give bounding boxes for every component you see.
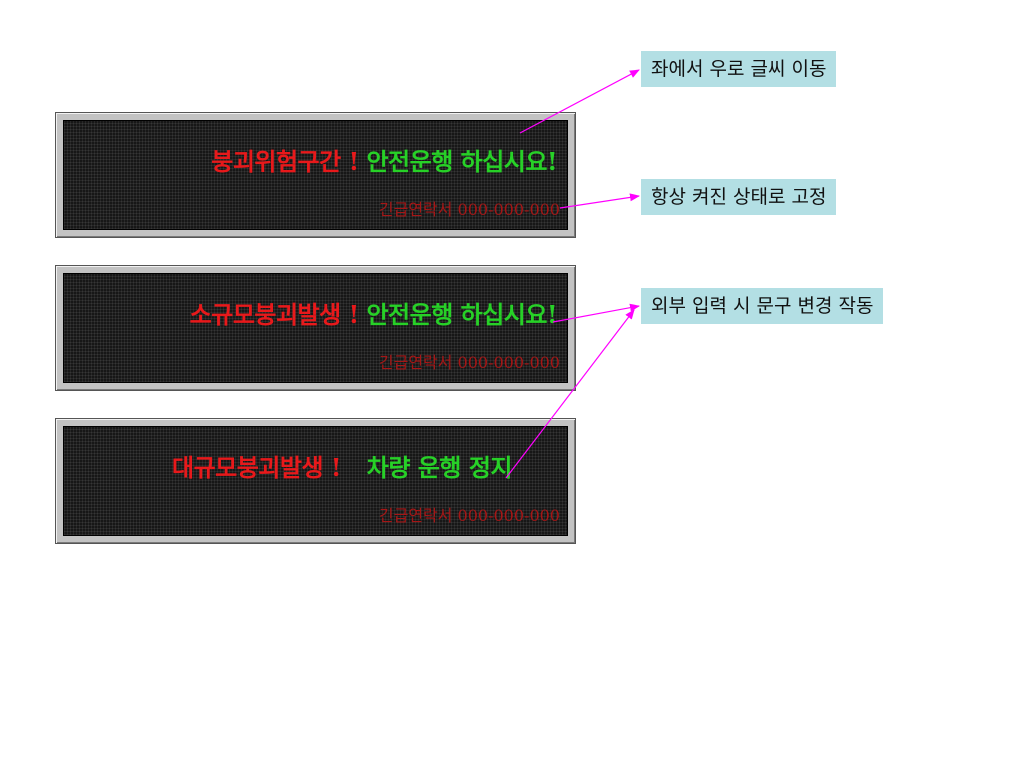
led-display: 소규모붕괴발생 ! 안전운행 하십시요! 긴급연락서 000-000-000	[63, 273, 568, 383]
sign-main-text: 소규모붕괴발생 ! 안전운행 하십시요!	[189, 300, 558, 330]
led-display: 대규모붕괴발생 ! 차량 운행 정지 긴급연락서 000-000-000	[63, 426, 568, 536]
arrow-external-input-sign3	[505, 309, 635, 479]
sign-panel-collapse-risk: 붕괴위험구간 ! 안전운행 하십시요! 긴급연락서 000-000-000	[55, 112, 576, 238]
safety-message: 안전운행 하십시요!	[366, 147, 557, 176]
label-external-input: 외부 입력 시 문구 변경 작동	[641, 288, 884, 324]
sign-main-text: 붕괴위험구간 ! 안전운행 하십시요!	[211, 147, 557, 177]
safety-message: 안전운행 하십시요!	[366, 300, 557, 329]
emergency-contact: 긴급연락서 000-000-000	[378, 506, 560, 525]
emergency-contact: 긴급연락서 000-000-000	[378, 200, 560, 219]
sign-panel-major-collapse: 대규모붕괴발생 ! 차량 운행 정지 긴급연락서 000-000-000	[55, 418, 576, 544]
arrow-scrolling-text	[519, 69, 640, 134]
warning-text: 소규모붕괴발생 !	[189, 300, 359, 329]
warning-text: 대규모붕괴발생 !	[171, 453, 341, 482]
led-display: 붕괴위험구간 ! 안전운행 하십시요! 긴급연락서 000-000-000	[63, 120, 568, 230]
warning-text: 붕괴위험구간 !	[211, 147, 359, 176]
label-scrolling-text: 좌에서 우로 글씨 이동	[641, 51, 837, 87]
emergency-contact: 긴급연락서 000-000-000	[378, 353, 560, 372]
arrow-always-on	[559, 193, 640, 209]
sign-main-text: 대규모붕괴발생 ! 차량 운행 정지	[171, 453, 513, 483]
sign-panel-minor-collapse: 소규모붕괴발생 ! 안전운행 하십시요! 긴급연락서 000-000-000	[55, 265, 576, 391]
label-always-on: 항상 켜진 상태로 고정	[641, 179, 837, 215]
arrow-external-input-sign2	[552, 303, 640, 323]
safety-message: 차량 운행 정지	[366, 453, 513, 482]
